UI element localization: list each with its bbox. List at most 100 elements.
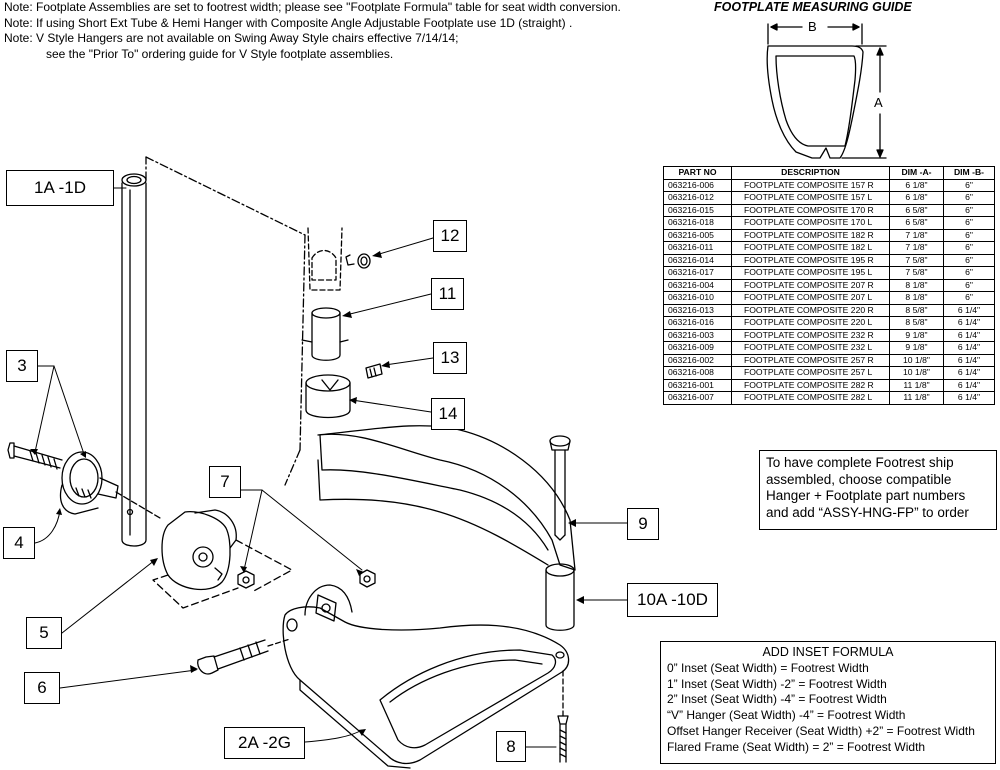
formula-line: 0” Inset (Seat Width) = Footrest Width	[667, 660, 869, 675]
description-cell: FOOTPLATE COMPOSITE 182 R	[731, 228, 890, 242]
callout-12: 12	[433, 220, 467, 252]
hanger-arm	[317, 425, 576, 571]
part-no-cell: 063216-003	[663, 328, 732, 342]
bolt-6	[197, 638, 291, 675]
dim-b-cell: 6"	[943, 191, 995, 205]
description-cell: FOOTPLATE COMPOSITE 232 L	[731, 341, 890, 355]
hanger-tube	[121, 156, 306, 547]
description-cell: FOOTPLATE COMPOSITE 182 L	[731, 241, 890, 255]
inset-formula-title: ADD INSET FORMULA	[762, 645, 894, 659]
dim-a-cell: 6 5/8"	[889, 216, 944, 230]
description-cell: FOOTPLATE COMPOSITE 282 R	[731, 378, 890, 392]
part-no-cell: 063216-004	[663, 278, 732, 292]
dim-a-cell: 8 1/8"	[889, 278, 944, 292]
dim-a-cell: 11 1/8"	[889, 391, 944, 405]
dim-a-cell: 7 1/8"	[889, 241, 944, 255]
dim-b-cell: 6"	[943, 253, 995, 267]
bolt-8	[557, 669, 569, 763]
receiver-10	[545, 563, 575, 631]
part-no-cell: 063216-009	[663, 341, 732, 355]
callout-11: 11	[431, 278, 464, 310]
description-cell: FOOTPLATE COMPOSITE 207 R	[731, 278, 890, 292]
screw-12	[345, 253, 371, 269]
dim-b-cell: 6 1/4"	[943, 378, 995, 392]
part-no-cell: 063216-016	[663, 316, 732, 330]
part-no-cell: 063216-012	[663, 191, 732, 205]
hanger-receiver-5	[152, 509, 293, 609]
formula-line: Flared Frame (Seat Width) = 2” = Footres…	[667, 739, 926, 754]
dim-a-cell: 6 1/8"	[889, 178, 944, 192]
description-cell: FOOTPLATE COMPOSITE 257 L	[731, 366, 890, 380]
dim-a-cell: 7 5/8"	[889, 253, 944, 267]
dim-a-cell: 6 5/8"	[889, 203, 944, 217]
formula-line: 1” Inset (Seat Width) -2” = Footrest Wid…	[667, 676, 887, 691]
dim-a-cell: 7 1/8"	[889, 228, 944, 242]
part-no-cell: 063216-017	[663, 266, 732, 280]
part-no-cell: 063216-005	[663, 228, 732, 242]
description-cell: FOOTPLATE COMPOSITE 195 L	[731, 266, 890, 280]
bushing-11	[301, 307, 349, 361]
dim-b-cell: 6"	[943, 241, 995, 255]
callout-10a-10d: 10A -10D	[627, 583, 718, 617]
callout-9: 9	[627, 508, 659, 540]
description-cell: FOOTPLATE COMPOSITE 157 R	[731, 178, 890, 192]
dim-a-cell: 9 1/8"	[889, 328, 944, 342]
note-line: Note: V Style Hangers are not available …	[4, 31, 459, 45]
description-cell: FOOTPLATE COMPOSITE 232 R	[731, 328, 890, 342]
note-line: Note: Footplate Assemblies are set to fo…	[4, 0, 621, 14]
header-dim-a: DIM -A-	[889, 166, 944, 180]
dim-b-cell: 6"	[943, 291, 995, 305]
leader-lines	[34, 187, 628, 748]
description-cell: FOOTPLATE COMPOSITE 170 L	[731, 216, 890, 230]
dim-a-cell: 8 5/8"	[889, 316, 944, 330]
table-header-row: PART NO DESCRIPTION DIM -A- DIM -B-	[663, 166, 995, 180]
measuring-guide-title: FOOTPLATE MEASURING GUIDE	[714, 0, 912, 14]
description-cell: FOOTPLATE COMPOSITE 207 L	[731, 291, 890, 305]
description-cell: FOOTPLATE COMPOSITE 257 R	[731, 353, 890, 367]
note-line: see the "Prior To" ordering guide for V …	[46, 46, 394, 61]
dim-a-cell: 8 5/8"	[889, 303, 944, 317]
dim-a-cell: 10 1/8"	[889, 353, 944, 367]
dim-a-label: A	[874, 95, 883, 110]
dim-b-cell: 6 1/4"	[943, 341, 995, 355]
dim-b-cell: 6 1/4"	[943, 328, 995, 342]
part-no-cell: 063216-011	[663, 241, 732, 255]
dim-b-cell: 6 1/4"	[943, 353, 995, 367]
dim-b-cell: 6 1/4"	[943, 366, 995, 380]
header-dim-b: DIM -B-	[943, 166, 995, 180]
parts-table: PART NO DESCRIPTION DIM -A- DIM -B- 0632…	[663, 166, 995, 405]
formula-line: 2” Inset (Seat Width) -4” = Footrest Wid…	[667, 692, 887, 707]
part-no-cell: 063216-001	[663, 378, 732, 392]
callout-14: 14	[431, 398, 465, 430]
dim-b-cell: 6"	[943, 266, 995, 280]
notes-block: Note: Footplate Assemblies are set to fo…	[4, 0, 621, 62]
part-no-cell: 063216-007	[663, 391, 732, 405]
dim-b-cell: 6 1/4"	[943, 303, 995, 317]
dim-b-label: B	[808, 19, 817, 34]
callout-2a-2g: 2A -2G	[224, 727, 305, 759]
clamp-collar-14	[305, 374, 351, 419]
set-screw-13	[365, 363, 383, 379]
header-part-no: PART NO	[663, 166, 732, 180]
ship-assembled-note: To have complete Footrest ship assembled…	[759, 450, 997, 530]
dim-a-cell: 9 1/8"	[889, 341, 944, 355]
part-no-cell: 063216-015	[663, 203, 732, 217]
description-cell: FOOTPLATE COMPOSITE 195 R	[731, 253, 890, 267]
dim-b-cell: 6 1/4"	[943, 316, 995, 330]
